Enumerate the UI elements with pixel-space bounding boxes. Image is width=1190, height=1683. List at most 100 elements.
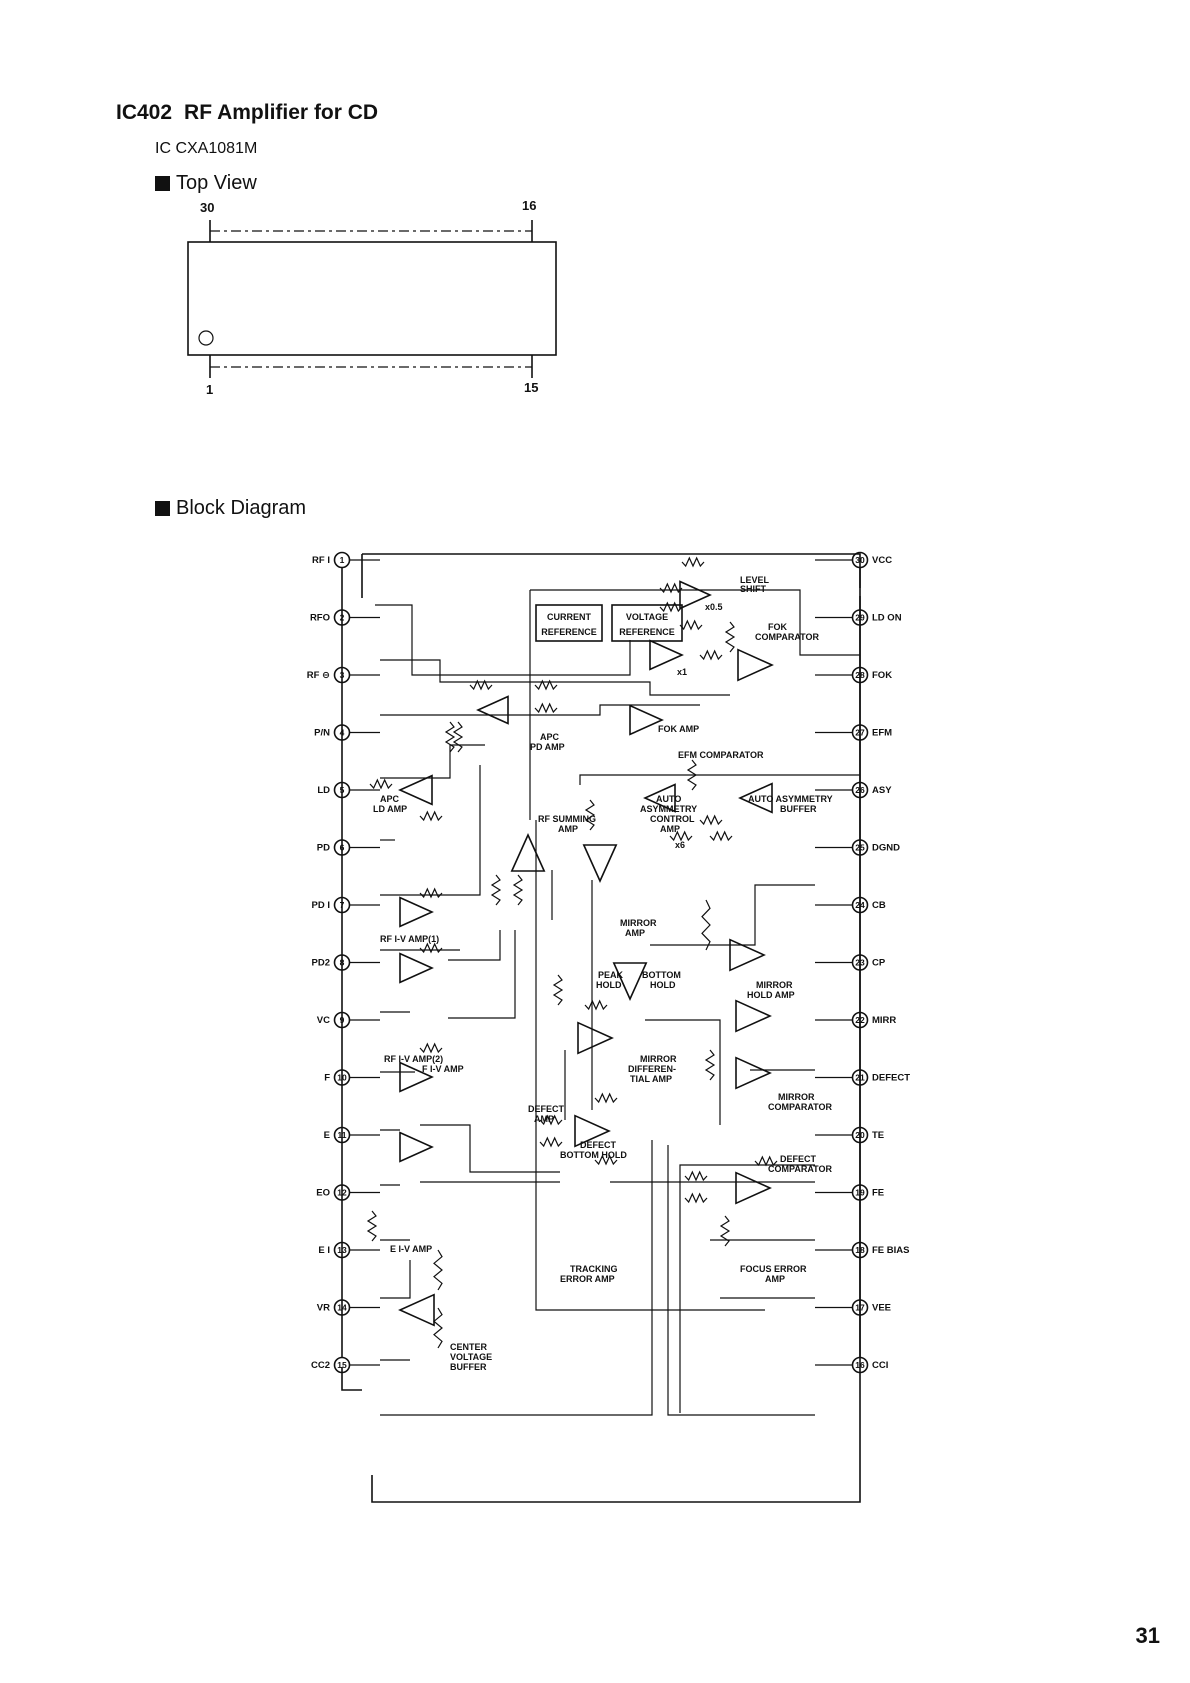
left-pin-7: 7PD I (312, 896, 380, 914)
pin-label: E I (318, 1245, 330, 1256)
pin-number: 1 (340, 555, 345, 565)
focus-line1: FOCUS ERROR (740, 1264, 807, 1274)
left-pin-4: 4P/N (314, 724, 380, 741)
pin-label: FE (872, 1188, 884, 1199)
rf-iv-amp-1 (399, 896, 434, 928)
mirror-comp-line2: COMPARATOR (768, 1102, 832, 1112)
pin-label: LD ON (872, 613, 902, 624)
defect-bottom-line1: DEFECT (580, 1140, 617, 1150)
efm-route (579, 774, 860, 785)
top-view-pin-1: 1 (206, 382, 214, 397)
pin-label: CP (872, 958, 886, 969)
left-edge-tail (341, 1367, 362, 1391)
top-view-pin-15: 15 (524, 380, 539, 395)
tracking-line2: ERROR AMP (560, 1274, 615, 1284)
pn-route (380, 744, 485, 779)
resistor (369, 778, 393, 790)
rfi-route (375, 604, 631, 676)
mirror-hold-amp (729, 938, 766, 972)
pin-number: 15 (337, 1360, 347, 1370)
resistor (539, 1136, 563, 1148)
resistor-group (366, 556, 778, 1349)
defect-amp-line2: AMP (534, 1114, 554, 1124)
defect-bottom-line2: BOTTOM HOLD (560, 1150, 627, 1160)
ei-route (380, 1260, 411, 1299)
auto-asym-line1: AUTO (656, 794, 681, 804)
pin-label: FE BIAS (872, 1245, 909, 1256)
resistor (659, 582, 683, 594)
resistor (594, 1092, 618, 1104)
resistor (724, 621, 736, 653)
x05-label: x0.5 (705, 602, 723, 612)
defect-comp-line1: DEFECT (780, 1154, 817, 1164)
resistor (684, 1170, 708, 1182)
iv1-out (448, 930, 501, 961)
resistor (584, 799, 596, 831)
left-pin-3: 3RF ⊖ (307, 666, 380, 684)
apc-pd-amp (476, 695, 509, 725)
resistor (539, 1114, 563, 1126)
left-pin-6: 6PD (317, 839, 380, 856)
current-reference-box (535, 604, 603, 642)
cb-route (650, 884, 815, 946)
mirror-comp-line1: MIRROR (778, 1092, 815, 1102)
mirror-diff-line3: TIAL AMP (630, 1074, 672, 1084)
mirror-diff-line1: MIRROR (640, 1054, 677, 1064)
efm-comp-label: EFM COMPARATOR (678, 750, 764, 760)
rf-iv-amp-2 (399, 952, 434, 984)
top-view-package (187, 220, 557, 378)
resistor (444, 721, 456, 753)
apc-ld-line1: APC (380, 794, 400, 804)
apc-ld-amp (398, 774, 433, 806)
pin-label: PD I (312, 900, 330, 911)
auto-asym-line3: CONTROL (650, 814, 695, 824)
x1-label: x1 (677, 667, 687, 677)
top-view-pin-16: 16 (522, 198, 537, 213)
resistor (552, 974, 564, 1006)
resistor (669, 830, 693, 842)
level-shift-line2: SHIFT (740, 584, 767, 594)
voltage-ref-line2: REFERENCE (619, 627, 675, 637)
pin-label: FOK (872, 670, 892, 681)
mirror-diff-line2: DIFFEREN- (628, 1064, 676, 1074)
pin-label: VR (317, 1303, 330, 1314)
pin-label: RFO (310, 613, 330, 624)
resistor (754, 1155, 778, 1167)
pin-label: TE (872, 1130, 884, 1141)
resistor (681, 556, 705, 568)
pin-number: 30 (855, 555, 865, 565)
center-line2: VOLTAGE (450, 1352, 492, 1362)
rf-sum-line1: RF SUMMING (538, 814, 596, 824)
pin-label: DGND (872, 843, 900, 854)
ic-part-number: IC CXA1081M (155, 140, 258, 157)
pin-label: F (324, 1073, 330, 1084)
resistor (419, 887, 443, 899)
pin-label: LD (317, 785, 330, 796)
mirror-amp-line1: MIRROR (620, 918, 657, 928)
resistor (512, 874, 524, 906)
mirror-diff-amp (612, 962, 648, 1001)
pin-label: P/N (314, 728, 330, 739)
block-diagram-heading-text: Block Diagram (176, 497, 307, 519)
resistor (704, 1049, 716, 1081)
fok-amp-label: FOK AMP (658, 724, 699, 734)
cc1-route (667, 1145, 815, 1416)
rf-summing-amp (510, 833, 546, 872)
f-amp-out (420, 1124, 560, 1173)
rf-iv2-label: RF I-V AMP(2) (384, 1054, 443, 1064)
efm-comparator (629, 704, 664, 736)
resistor (701, 899, 711, 951)
bullet-square-icon (155, 176, 170, 191)
left-pin-13: 13E I (318, 1241, 380, 1259)
e-iv-amp (399, 1131, 434, 1163)
